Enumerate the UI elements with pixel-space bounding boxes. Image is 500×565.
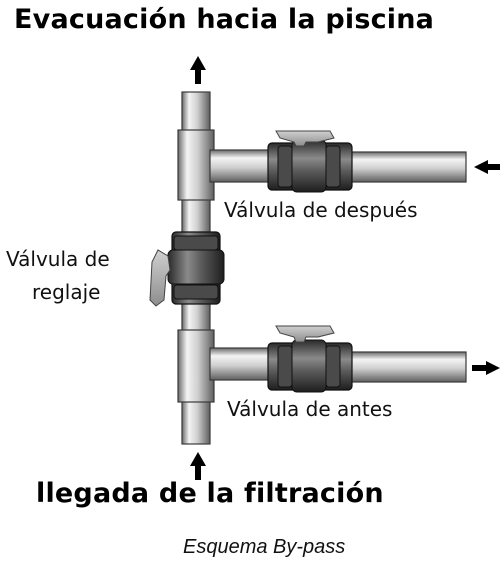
- label-valve-before: Válvula de antes: [227, 397, 393, 421]
- diagram-title-top: Evacuación hacia la piscina: [14, 4, 435, 35]
- upper-branch-pipe: [209, 149, 467, 183]
- valve-before-icon: [267, 325, 353, 393]
- arrow-left-icon: [474, 160, 500, 174]
- valve-adjust-icon: [149, 231, 225, 307]
- arrow-right-icon: [472, 361, 500, 375]
- label-valve-after: Válvula de después: [224, 198, 418, 222]
- arrow-up-icon: [190, 452, 206, 480]
- valve-after-icon: [267, 130, 353, 193]
- label-valve-adjust-line2: reglaje: [32, 280, 101, 304]
- label-valve-adjust-line1: Válvula de: [6, 247, 110, 271]
- diagram-caption: Esquema By-pass: [183, 536, 346, 558]
- lower-branch-pipe: [209, 347, 467, 383]
- arrow-up-icon: [190, 56, 206, 84]
- diagram-title-bottom: llegada de la filtración: [36, 478, 384, 509]
